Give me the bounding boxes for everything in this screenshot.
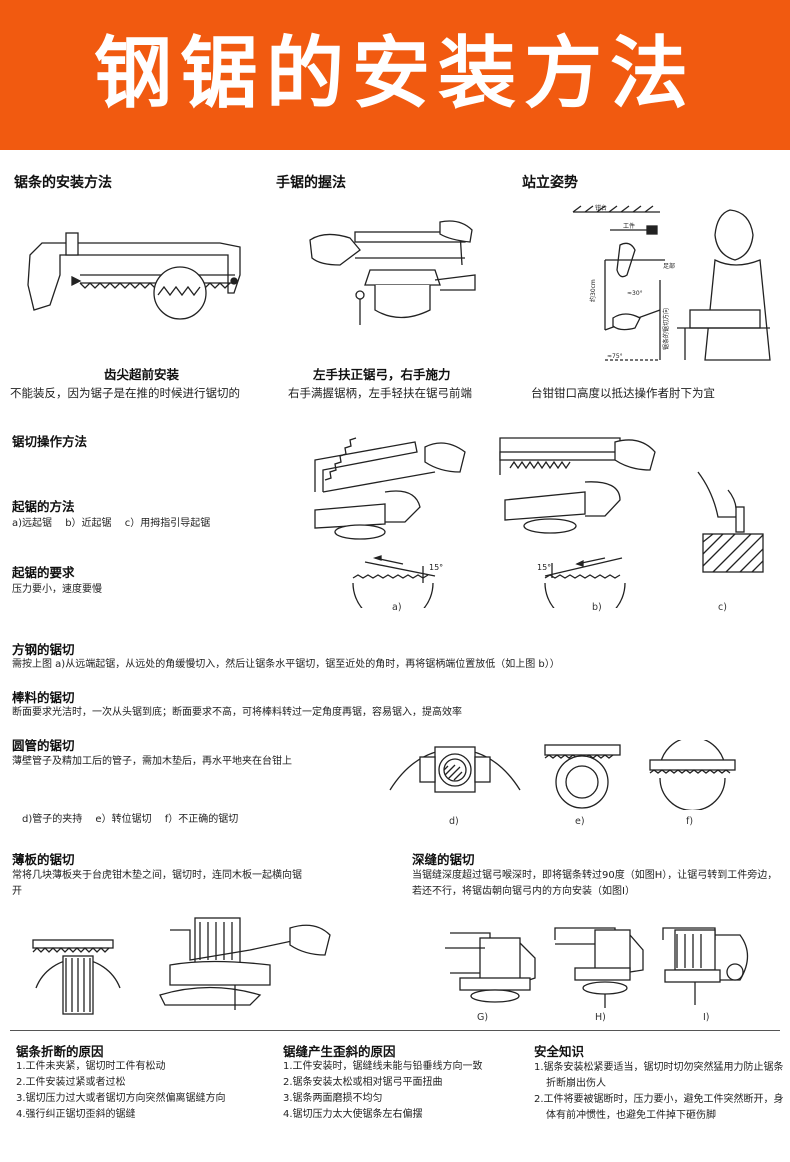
stance-label-angle2: ≈75° (607, 353, 623, 360)
stance-label-ceiling: 钳台 (595, 204, 607, 212)
list-item: 2.锯条安装太松或相对锯弓平面扭曲 (283, 1077, 443, 1088)
stance-illustration: 钳台 工件 足部 ≈30° 约30cm 锯条的锯切方向 ≈75° (572, 204, 771, 361)
heading-grip: 手锯的握法 (276, 175, 346, 191)
fig-label-G: G) (477, 1012, 489, 1023)
fig-label-c: c) (718, 602, 727, 613)
divider-bottom (10, 1030, 780, 1031)
stance-label-foot: 足部 (663, 262, 675, 270)
figure-H-deep-cut (554, 927, 644, 1008)
figure-sheet-cross-section (32, 939, 121, 1015)
deep-cut-text: 当锯缝深度超过锯弓喉深时，即将锯条转过90度（如图H），让锯弓转到工件旁边，若还… (412, 870, 778, 897)
square-steel-text: 需按上图 a)从远端起锯，从远处的角缓慢切入，然后让锯条水平锯切，锯至近处的角时… (12, 659, 560, 670)
list-item: 3.锯切压力过大或者锯切方向突然偏离锯缝方向 (16, 1093, 226, 1104)
breakage-list: 1.工件未夹紧，锯切时工件有松动 2.工件安装过紧或者过松 3.锯切压力过大或者… (16, 1059, 226, 1123)
note-stance: 台钳钳口高度以抵达操作者肘下为宜 (531, 386, 715, 400)
figure-I-deep-cut (662, 927, 749, 1005)
fig-label-H: H) (595, 1012, 606, 1023)
figure-f-incorrect-sawing (649, 740, 736, 810)
figure-b-vise-sawing (499, 437, 656, 534)
fig-label-d: d) (449, 816, 459, 827)
note-blade: 不能装反，因为锯子是在推的时候进行锯切的 (10, 386, 240, 400)
list-item: 2.工件将要被锯断时，压力要小，避免工件突然断开，身体有前冲惯性，也避免工件掉下… (534, 1094, 784, 1121)
figure-a-vise-sawing (314, 437, 466, 540)
heading-operation: 锯切操作方法 (12, 434, 88, 449)
figure-a-detail: 15° (352, 555, 443, 608)
heading-safety: 安全知识 (534, 1044, 585, 1059)
caption-blade: 齿尖超前安装 (104, 367, 180, 382)
figure-b-detail: 15° (537, 557, 626, 608)
list-item: 1.工件安装时，锯缝线未能与铅垂线方向一致 (283, 1061, 483, 1072)
heading-deep-cut: 深缝的锯切 (412, 852, 475, 867)
heading-blade-install: 锯条的安装方法 (14, 175, 112, 191)
heading-square-steel: 方钢的锯切 (12, 642, 75, 657)
list-item: 2.工件安装过紧或者过松 (16, 1077, 126, 1088)
start-requirement-text: 压力要小，速度要慢 (12, 584, 102, 595)
stance-label-height: 约30cm (589, 279, 597, 302)
heading-start-requirement: 起锯的要求 (12, 565, 75, 580)
fig-label-a: a) (392, 602, 402, 613)
heading-stance: 站立姿势 (522, 175, 578, 191)
title-banner (0, 0, 790, 150)
heading-breakage: 锯条折断的原因 (16, 1044, 104, 1059)
figure-sheet-vise-sawing (159, 917, 331, 1010)
heading-tube: 圆管的锯切 (12, 738, 75, 753)
thin-sheet-text: 常将几块薄板夹于台虎钳木垫之间，锯切时，连同木板一起横向锯开 (12, 870, 302, 897)
skew-list: 1.工件安装时，锯缝线未能与铅垂线方向一致 2.锯条安装太松或相对锯弓平面扭曲 … (283, 1059, 483, 1123)
heading-skew: 锯缝产生歪斜的原因 (283, 1044, 396, 1059)
stance-label-direction: 锯条的锯切方向 (662, 308, 670, 350)
list-item: 1.工件未夹紧，锯切时工件有松动 (16, 1061, 166, 1072)
fig-label-e: e) (575, 816, 585, 827)
page-title: 钢锯的安装方法 (93, 29, 696, 119)
figure-d-tube-clamp (389, 746, 521, 793)
list-item: 4.锯切压力太大使锯条左右偏摆 (283, 1109, 423, 1120)
hacksaw-blade-illustration (27, 232, 241, 320)
figure-c-thumb-guide (697, 471, 764, 573)
angle-b-label: 15° (537, 563, 551, 572)
list-item: 1.锯条安装松紧要适当，锯切时切勿突然猛用力防止锯条折断崩出伤人 (534, 1062, 784, 1089)
stance-label-workpiece: 工件 (623, 222, 635, 230)
stance-label-angle1: ≈30° (627, 290, 643, 297)
fig-label-b: b) (592, 602, 602, 613)
tube-text: 薄壁管子及精加工后的管子，需加木垫后，再水平地夹在台钳上 (12, 756, 292, 767)
figure-G-deep-cut (445, 932, 536, 1003)
angle-a-label: 15° (429, 563, 443, 572)
bar-stock-text: 断面要求光洁时，一次从头锯到底；断面要求不高，可将棒料转过一定角度再锯，容易锯入… (12, 707, 462, 718)
heading-bar-stock: 棒料的锯切 (12, 690, 75, 705)
safety-list: 1.锯条安装松紧要适当，锯切时切勿突然猛用力防止锯条折断崩出伤人 2.工件将要被… (534, 1060, 784, 1124)
list-item: 4.强行纠正锯切歪斜的锯缝 (16, 1109, 136, 1120)
figure-e-rotate-sawing (544, 744, 621, 809)
tube-items: d)管子的夹持 e）转位锯切 f）不正确的锯切 (22, 814, 239, 825)
note-grip: 右手满握锯柄，左手轻扶在锯弓前端 (288, 386, 472, 400)
caption-grip: 左手扶正锯弓，右手施力 (313, 367, 451, 382)
fig-label-I: I) (703, 1012, 710, 1023)
start-method-items: a)远起锯 b）近起锯 c）用拇指引导起锯 (12, 518, 211, 529)
heading-start-method: 起锯的方法 (12, 499, 75, 514)
fig-label-f: f) (686, 816, 694, 827)
heading-thin-sheet: 薄板的锯切 (12, 852, 75, 867)
hand-grip-illustration (309, 220, 476, 325)
list-item: 3.锯条两面磨损不均匀 (283, 1093, 383, 1104)
